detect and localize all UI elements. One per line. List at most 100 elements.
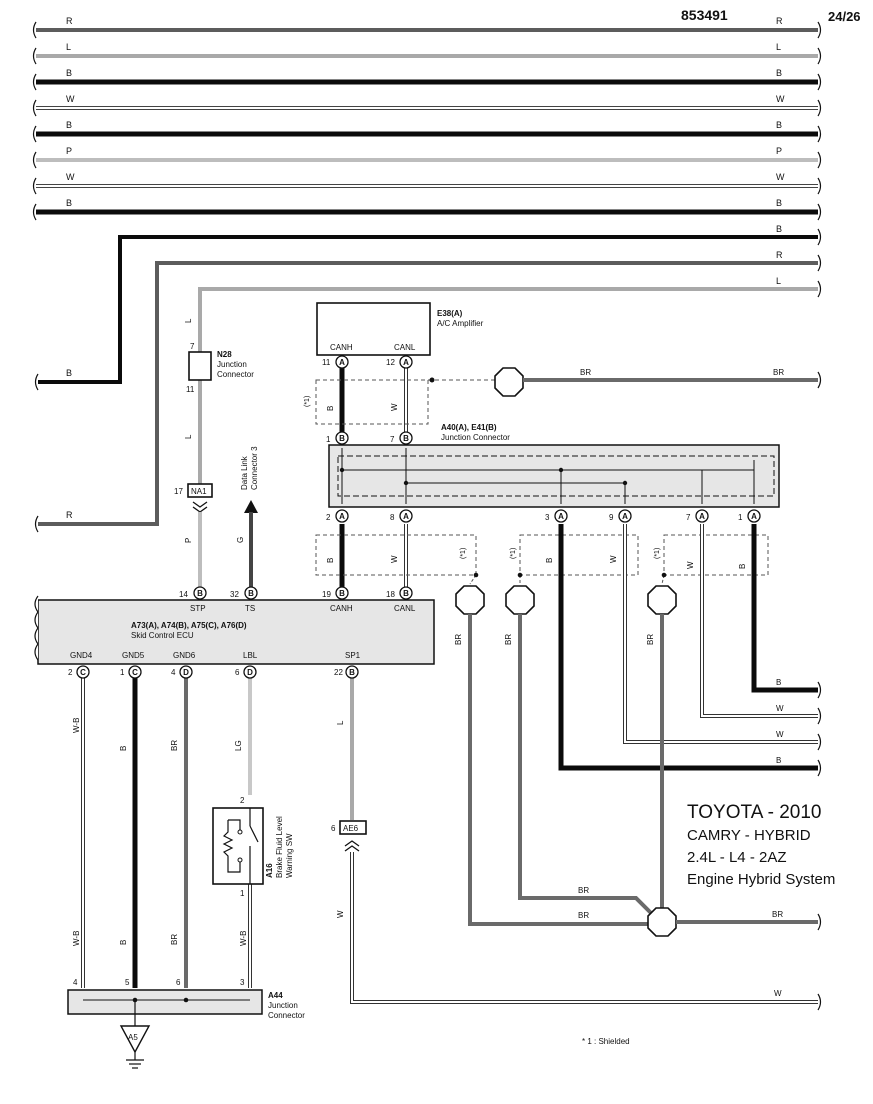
svg-text:BR: BR <box>454 634 463 645</box>
pin-marker: C <box>128 665 142 679</box>
svg-text:2: 2 <box>68 668 73 677</box>
left-label-b: B <box>66 368 72 378</box>
title-engine: 2.4L - L4 - 2AZ <box>687 849 787 866</box>
svg-text:17: 17 <box>174 487 183 496</box>
svg-text:TS: TS <box>245 604 255 613</box>
pin-marker: A <box>335 509 349 523</box>
svg-text:W: W <box>686 561 695 569</box>
svg-text:B: B <box>403 434 409 443</box>
svg-text:12: 12 <box>386 358 395 367</box>
svg-text:(*1): (*1) <box>304 396 311 407</box>
svg-text:6: 6 <box>331 824 336 833</box>
svg-text:BR: BR <box>170 740 179 751</box>
svg-text:W-B: W-B <box>72 718 81 733</box>
svg-text:(*1): (*1) <box>460 548 467 559</box>
svg-text:BR: BR <box>580 368 591 377</box>
svg-text:3: 3 <box>545 513 550 522</box>
title-block: TOYOTA - 2010 CAMRY - HYBRID 2.4L - L4 -… <box>687 802 835 888</box>
svg-text:R: R <box>776 16 783 26</box>
a16-brake-fluid-switch: 2 1 A16 Brake Fluid Level Warning SW <box>212 796 294 898</box>
svg-text:CANH: CANH <box>330 604 353 613</box>
svg-text:P: P <box>184 538 193 543</box>
svg-text:32: 32 <box>230 590 239 599</box>
svg-text:R: R <box>776 250 783 260</box>
svg-text:7: 7 <box>686 513 691 522</box>
svg-text:14: 14 <box>179 590 188 599</box>
svg-text:W: W <box>390 555 399 563</box>
svg-text:Skid Control ECU: Skid Control ECU <box>131 631 194 640</box>
pin-marker: A <box>335 355 349 369</box>
na1-connector: NA1 17 P <box>174 483 213 590</box>
feed-wire-b: B B <box>38 224 818 384</box>
svg-text:A: A <box>751 512 757 521</box>
svg-text:NA1: NA1 <box>191 487 207 496</box>
svg-text:11: 11 <box>186 385 195 394</box>
svg-text:18: 18 <box>386 590 395 599</box>
svg-text:B: B <box>339 434 345 443</box>
pin-marker: B <box>399 431 413 445</box>
svg-text:A: A <box>339 512 345 521</box>
svg-text:W-B: W-B <box>239 931 248 946</box>
svg-text:B: B <box>248 589 254 598</box>
svg-text:A73(A), A74(B), A75(C), A76(D): A73(A), A74(B), A75(C), A76(D) <box>131 621 247 630</box>
svg-text:Junction: Junction <box>217 360 247 369</box>
svg-text:BR: BR <box>504 634 513 645</box>
svg-text:W: W <box>609 555 618 563</box>
svg-text:A: A <box>403 512 409 521</box>
svg-text:6: 6 <box>176 978 181 987</box>
svg-text:P: P <box>776 146 782 156</box>
svg-text:Brake Fluid Level: Brake Fluid Level <box>275 816 284 878</box>
page-number: 24/26 <box>828 9 861 24</box>
svg-text:Warning SW: Warning SW <box>285 833 294 878</box>
svg-text:G: G <box>236 537 245 543</box>
svg-text:B: B <box>545 558 554 563</box>
pin-marker: A <box>399 509 413 523</box>
svg-text:A/C Amplifier: A/C Amplifier <box>437 319 484 328</box>
data-link-connector-3: Data Link Connector 3 G <box>236 446 259 590</box>
shield-ground-wires: BR BR BR BR BR BR <box>454 572 822 937</box>
svg-text:L: L <box>776 42 781 52</box>
pin-marker: B <box>335 586 349 600</box>
sp1-speed-wire: L AE6 6 W W <box>331 678 822 1011</box>
svg-text:SP1: SP1 <box>345 651 361 660</box>
pin-marker: D <box>179 665 193 679</box>
can-wires-lower: B W (*1) <box>315 524 477 590</box>
svg-text:B: B <box>326 406 335 411</box>
svg-text:CANL: CANL <box>394 343 416 352</box>
feed-wire-r: R R <box>38 250 818 526</box>
svg-text:W: W <box>66 94 75 104</box>
svg-text:(*1): (*1) <box>654 548 661 559</box>
svg-text:B: B <box>776 678 781 687</box>
svg-text:7: 7 <box>390 435 395 444</box>
left-label-r: R <box>66 510 73 520</box>
svg-text:LG: LG <box>234 740 243 751</box>
pin-marker: A <box>399 355 413 369</box>
pin-marker: A <box>747 509 761 523</box>
svg-text:R: R <box>66 16 73 26</box>
ecu-ground-wires: W-B B BR LG W-B B BR W-B <box>72 678 252 988</box>
svg-text:A16: A16 <box>265 863 274 878</box>
svg-text:W-B: W-B <box>72 931 81 946</box>
svg-text:B: B <box>738 564 747 569</box>
svg-text:B: B <box>776 198 782 208</box>
pin-marker: B <box>399 586 413 600</box>
svg-text:BR: BR <box>773 368 784 377</box>
svg-text:BR: BR <box>170 934 179 945</box>
svg-text:A: A <box>339 358 345 367</box>
svg-text:A5: A5 <box>128 1033 138 1042</box>
svg-text:4: 4 <box>171 668 176 677</box>
svg-text:B: B <box>66 68 72 78</box>
svg-text:B: B <box>119 940 128 945</box>
pin-marker: A <box>618 509 632 523</box>
svg-text:A: A <box>403 358 409 367</box>
svg-text:11: 11 <box>322 358 331 367</box>
can-wires-upper: B W (*1) <box>304 368 497 432</box>
svg-text:W: W <box>776 94 785 104</box>
svg-text:Junction: Junction <box>268 1001 298 1010</box>
pin-marker: B <box>193 586 207 600</box>
a44-junction-connector: 4 5 6 3 A44 Junction Connector A5 <box>67 978 305 1069</box>
